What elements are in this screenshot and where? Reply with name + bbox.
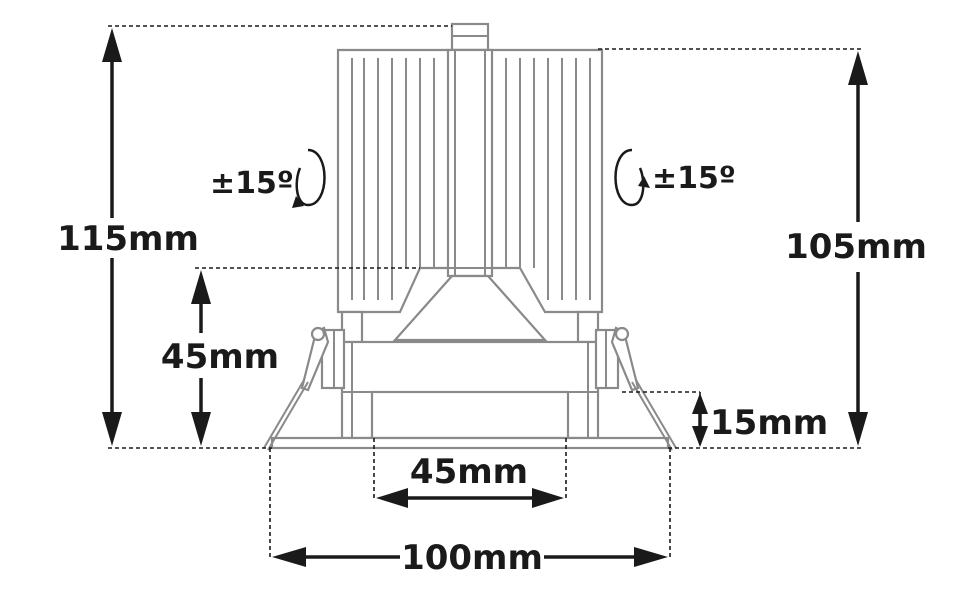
- label-height-total: 115mm: [57, 219, 199, 259]
- left-spring-clip: [263, 326, 346, 451]
- dimension-height-total: 115mm: [57, 28, 199, 446]
- arrow-right-icon: [532, 488, 564, 508]
- dimension-height-recess: 45mm: [161, 270, 279, 446]
- rotate-arrow-icon: [292, 148, 326, 208]
- rotate-arrow-icon: [614, 148, 650, 207]
- label-width-aperture: 45mm: [410, 452, 528, 492]
- extension-lines: [108, 25, 864, 558]
- label-tilt-left: ±15º: [210, 166, 294, 201]
- arrow-up-icon: [191, 270, 211, 304]
- gimbal-housing: [340, 340, 600, 440]
- dimension-height-body: 105mm: [785, 51, 927, 446]
- arrow-left-icon: [272, 547, 306, 567]
- fixture-drawing: [263, 22, 677, 451]
- arrow-up-icon: [692, 393, 708, 414]
- tilt-right-indicator: ±15º: [614, 148, 736, 207]
- arrow-right-icon: [634, 547, 668, 567]
- arrow-down-icon: [848, 412, 868, 446]
- trim-flange: [270, 436, 670, 450]
- heatsink: [336, 48, 604, 314]
- arrow-left-icon: [376, 488, 408, 508]
- label-height-body: 105mm: [785, 227, 927, 267]
- dimension-height-flange: 15mm: [692, 393, 828, 447]
- label-tilt-right: ±15º: [652, 161, 736, 196]
- arrow-down-icon: [191, 412, 211, 446]
- label-height-flange: 15mm: [710, 403, 828, 443]
- arrow-down-icon: [102, 412, 122, 446]
- arrow-up-icon: [102, 28, 122, 62]
- right-spring-clip: [594, 326, 677, 451]
- dimension-width-aperture: 45mm: [376, 452, 564, 508]
- dimension-width-outer: 100mm: [272, 538, 668, 578]
- arrow-down-icon: [692, 426, 708, 447]
- label-width-outer: 100mm: [401, 538, 543, 578]
- top-connector: [450, 22, 490, 52]
- label-height-recess: 45mm: [161, 337, 279, 377]
- cone: [392, 274, 548, 342]
- arrow-up-icon: [848, 51, 868, 85]
- tilt-left-indicator: ±15º: [210, 148, 326, 208]
